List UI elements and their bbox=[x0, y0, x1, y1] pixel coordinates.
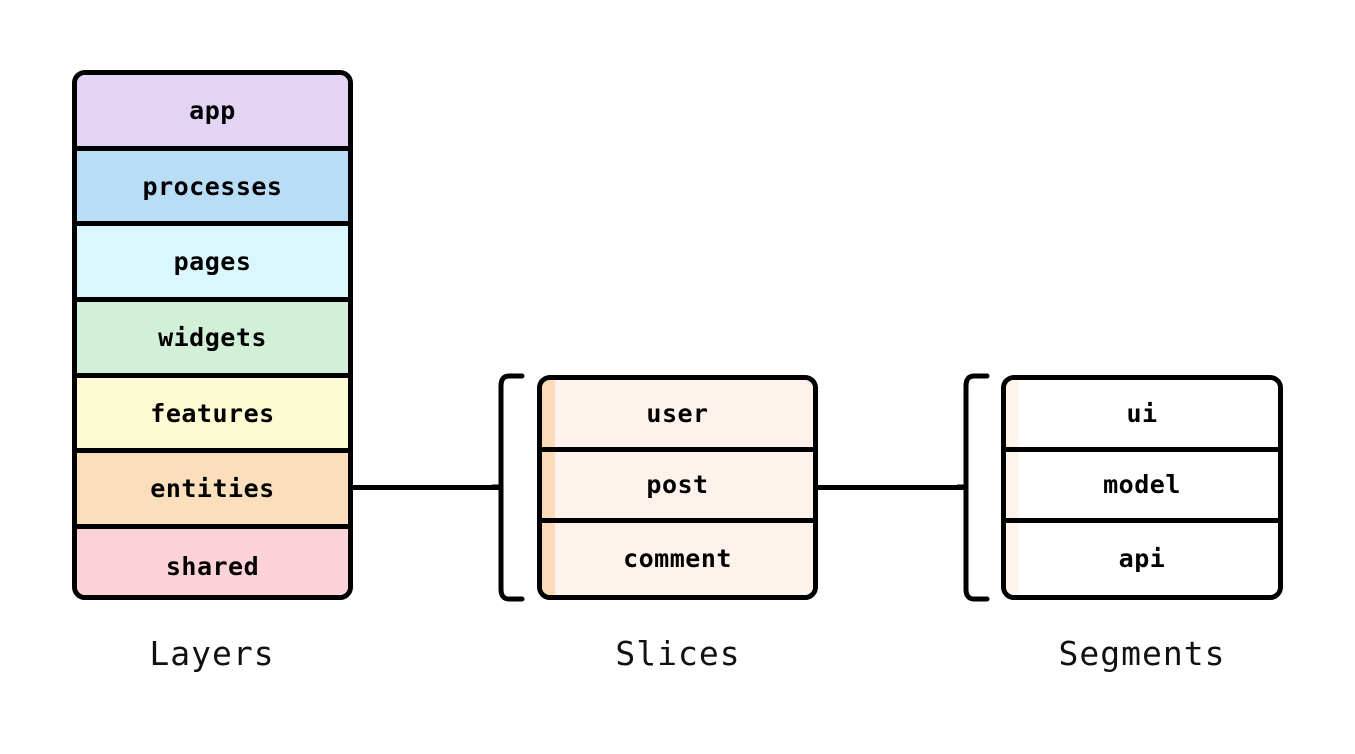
slice-label-user: user bbox=[646, 398, 709, 428]
segment-label-ui: ui bbox=[1126, 398, 1158, 428]
segment-row-api[interactable]: api bbox=[1006, 523, 1278, 595]
segment-label-api: api bbox=[1118, 544, 1166, 574]
slice-row-user[interactable]: user bbox=[542, 380, 813, 452]
row-stripe bbox=[542, 523, 555, 595]
segments-stack: ui model api bbox=[1001, 375, 1283, 600]
connector-post-to-segments bbox=[818, 485, 966, 490]
layer-label-processes: processes bbox=[142, 171, 283, 201]
layer-label-pages: pages bbox=[173, 247, 252, 277]
layer-row-widgets[interactable]: widgets bbox=[77, 302, 348, 378]
slice-label-post: post bbox=[646, 470, 709, 500]
slice-label-comment: comment bbox=[623, 544, 732, 574]
caption-slices: Slices bbox=[615, 634, 741, 673]
layer-label-features: features bbox=[150, 398, 275, 428]
row-stripe bbox=[542, 380, 555, 447]
layer-label-widgets: widgets bbox=[158, 322, 267, 352]
row-stripe bbox=[542, 451, 555, 519]
row-stripe bbox=[1006, 451, 1019, 519]
layer-row-processes[interactable]: processes bbox=[77, 150, 348, 227]
row-stripe bbox=[1006, 523, 1019, 595]
layer-row-pages[interactable]: pages bbox=[77, 226, 348, 303]
connector-entities-to-slices bbox=[353, 485, 501, 490]
slices-brace-icon bbox=[492, 370, 526, 605]
caption-segments: Segments bbox=[1058, 634, 1226, 673]
segment-row-ui[interactable]: ui bbox=[1006, 380, 1278, 452]
segment-label-model: model bbox=[1103, 470, 1181, 500]
layers-stack: app processes pages widgets features ent… bbox=[72, 70, 353, 600]
caption-layers: Layers bbox=[149, 634, 275, 673]
slice-row-comment[interactable]: comment bbox=[542, 523, 813, 595]
layer-row-app[interactable]: app bbox=[77, 75, 348, 151]
slices-stack: user post comment bbox=[537, 375, 818, 600]
layer-row-entities[interactable]: entities bbox=[77, 453, 348, 530]
slice-row-post[interactable]: post bbox=[542, 451, 813, 524]
layer-label-entities: entities bbox=[150, 474, 275, 504]
segments-brace-icon bbox=[957, 370, 991, 605]
layer-label-shared: shared bbox=[165, 552, 260, 582]
segment-row-model[interactable]: model bbox=[1006, 451, 1278, 524]
layer-label-app: app bbox=[189, 95, 236, 125]
layer-row-features[interactable]: features bbox=[77, 377, 348, 454]
row-stripe bbox=[1006, 380, 1019, 447]
layer-row-shared[interactable]: shared bbox=[77, 529, 348, 595]
